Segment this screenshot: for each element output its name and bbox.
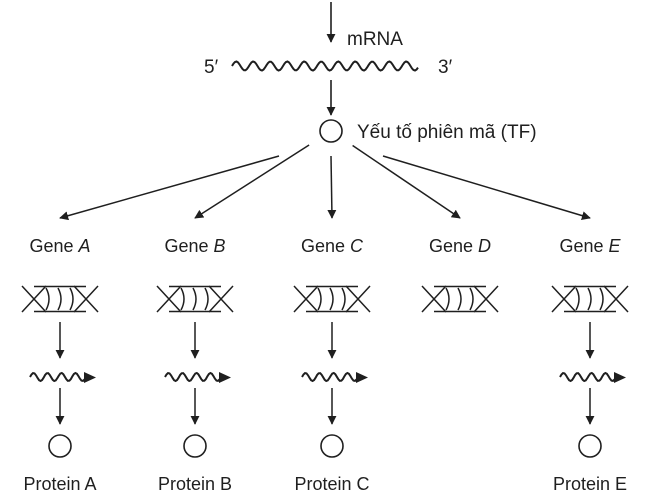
gene-c-protein-label: Protein C bbox=[294, 474, 369, 494]
tf-to-gene-c-arrow bbox=[327, 155, 337, 219]
gene-d-label: Gene D bbox=[429, 236, 491, 256]
gene-a-dna-icon bbox=[21, 285, 99, 313]
tf-to-gene-e-arrow bbox=[382, 155, 591, 220]
gene-c-label: Gene C bbox=[301, 236, 364, 256]
gene-b-protein-label: Protein B bbox=[158, 474, 232, 494]
tf-circle bbox=[319, 119, 343, 143]
gene-b-dna-icon bbox=[156, 285, 234, 313]
gene-d-dna-icon bbox=[421, 285, 499, 313]
mrna-strand bbox=[231, 60, 419, 72]
gene-columns: Gene A Protein A Gene B Protein B Gene C Prot… bbox=[21, 144, 629, 494]
tf-to-gene-d-arrow bbox=[352, 144, 461, 219]
gene-a-protein-label: Protein A bbox=[23, 474, 96, 494]
mrna-3prime-label: 3′ bbox=[438, 57, 453, 78]
gene-a-mrna-wave bbox=[29, 371, 96, 383]
gene-c-mrna-wave bbox=[301, 371, 368, 383]
gene-e-protein-label: Protein E bbox=[553, 474, 627, 494]
gene-e-protein-circle bbox=[578, 434, 602, 458]
gene-e-mrna-wave bbox=[559, 371, 626, 383]
gene-e-label: Gene E bbox=[559, 236, 621, 256]
mrna-label: mRNA bbox=[347, 29, 403, 50]
tf-to-gene-a-arrow bbox=[59, 155, 280, 221]
gene-b-label: Gene B bbox=[164, 236, 225, 256]
gene-b-protein-circle bbox=[183, 434, 207, 458]
gene-c-protein-circle bbox=[320, 434, 344, 458]
gene-c-dna-icon bbox=[293, 285, 371, 313]
tf-to-gene-b-arrow bbox=[194, 144, 310, 219]
gene-e-dna-icon bbox=[551, 285, 629, 313]
tf-label: Yếu tố phiên mã (TF) bbox=[357, 122, 537, 143]
gene-a-protein-circle bbox=[48, 434, 72, 458]
mrna-5prime-label: 5′ bbox=[204, 57, 219, 78]
gene-a-label: Gene A bbox=[29, 236, 90, 256]
gene-b-mrna-wave bbox=[164, 371, 231, 383]
